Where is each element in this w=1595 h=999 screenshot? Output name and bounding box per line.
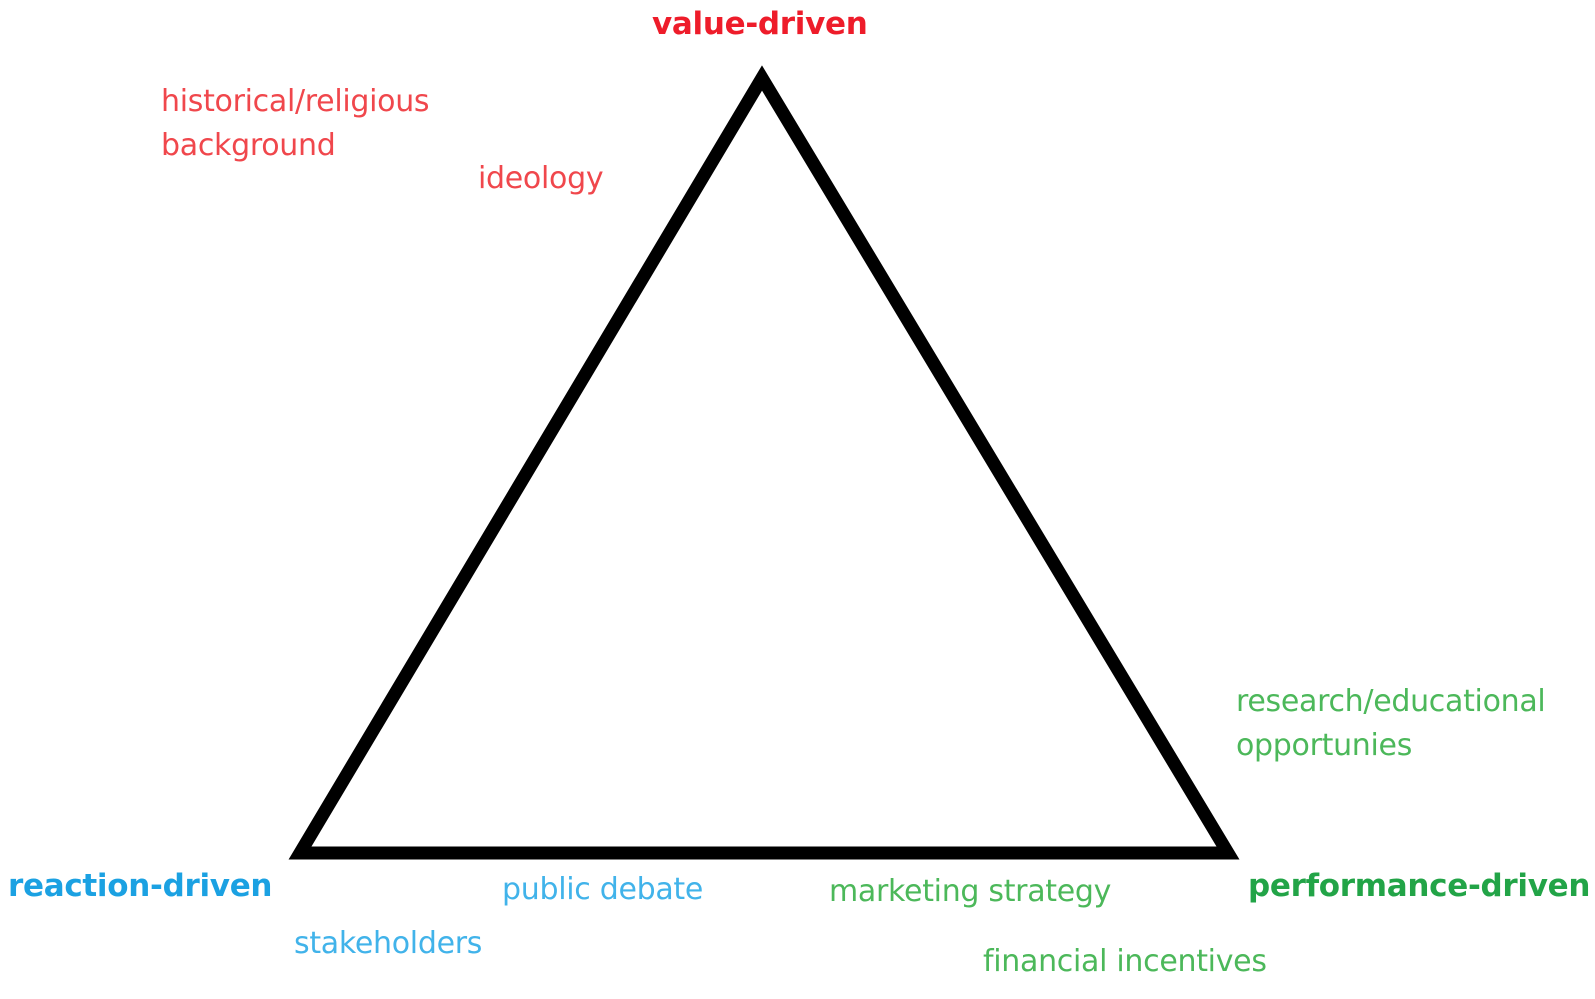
corner-label-value-driven: value-driven [652, 6, 868, 42]
corner-label-performance-driven: performance-driven [1248, 868, 1591, 904]
factor-ideology: ideology [478, 161, 604, 196]
factor-financial-incentives: financial incentives [983, 944, 1267, 979]
factor-research-educational-opportunities: research/educational opportunies [1236, 680, 1546, 768]
factor-research-line2: opportunies [1236, 728, 1413, 763]
factor-public-debate: public debate [502, 872, 704, 907]
factor-historical-line1: historical/religious [161, 84, 430, 119]
factor-marketing-strategy: marketing strategy [829, 874, 1112, 909]
factor-historical-religious-background: historical/religious background [161, 80, 430, 168]
factor-research-line1: research/educational [1236, 684, 1546, 719]
factor-stakeholders: stakeholders [294, 926, 483, 961]
factor-historical-line2: background [161, 128, 336, 163]
corner-label-reaction-driven: reaction-driven [8, 868, 273, 904]
triangle-outline [288, 65, 1240, 860]
